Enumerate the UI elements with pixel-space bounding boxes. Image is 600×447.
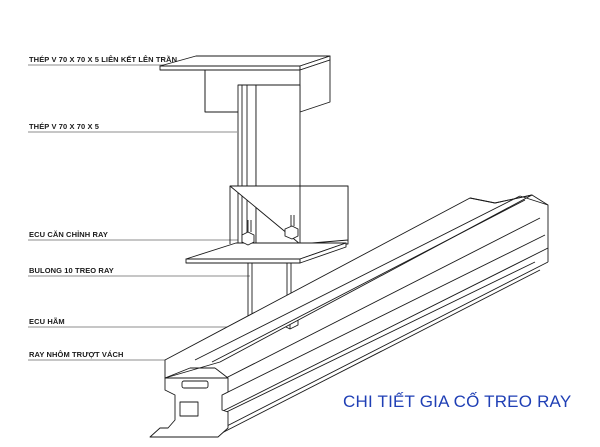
drawing-title: CHI TIẾT GIA CỐ TREO RAY: [343, 392, 572, 411]
label-adjust-nut: ECU CĂN CHỈNH RAY: [29, 230, 108, 239]
hanger-plate: [185, 242, 347, 264]
label-lock-nut: ECU HÃM: [29, 317, 65, 326]
aluminium-rail: [149, 194, 549, 438]
label-rail: RAY NHÔM TRƯỢT VÁCH: [29, 350, 124, 359]
adjusting-nuts: [241, 215, 299, 246]
label-hanging-bolt: BULONG 10 TREO RAY: [29, 266, 114, 275]
label-vertical-angle: THÉP V 70 X 70 X 5: [29, 122, 100, 131]
lower-angle-bracket: [229, 185, 349, 245]
label-ceiling-angle: THÉP V 70 X 70 X 5 LIÊN KẾT LÊN TRẦN: [29, 55, 178, 64]
